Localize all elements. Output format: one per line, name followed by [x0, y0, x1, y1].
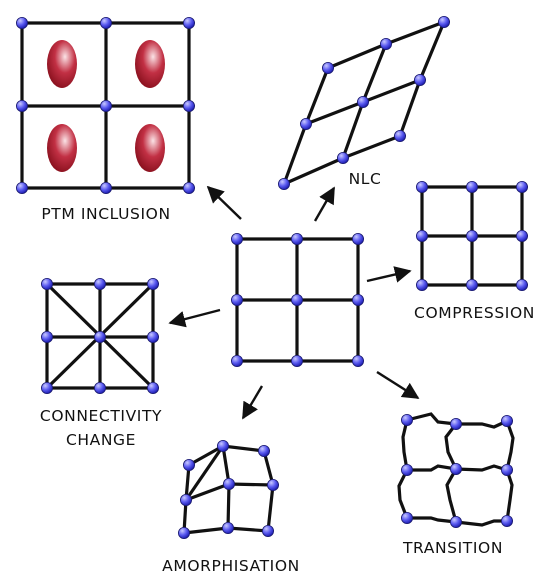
- label-ptm-inclusion: PTM INCLUSION: [41, 205, 171, 223]
- lattice-node: [94, 330, 107, 343]
- lattice-node: [400, 463, 413, 476]
- label-transition: TRANSITION: [402, 539, 504, 557]
- arrow-to-amorphisation: [241, 385, 264, 420]
- compression-lattice: [415, 180, 529, 291]
- ptm-inclusion: [135, 124, 165, 172]
- lattice-node: [230, 354, 243, 367]
- lattice-node: [351, 354, 364, 367]
- lattice-node: [336, 151, 349, 164]
- lattice-node: [437, 15, 450, 28]
- lattice-node: [379, 38, 392, 51]
- lattice-node: [230, 293, 243, 306]
- lattice-node: [15, 16, 28, 29]
- lattice-node: [222, 477, 235, 490]
- lattice-node: [94, 381, 107, 394]
- lattice-node: [351, 232, 364, 245]
- arrow-to-compression: [366, 266, 412, 283]
- lattice-node: [413, 74, 426, 87]
- lattice-node: [15, 181, 28, 194]
- connectivity-change-lattice: [41, 277, 159, 394]
- lattice-node: [266, 478, 279, 491]
- lattice-node: [400, 512, 413, 525]
- lattice-node: [41, 330, 54, 343]
- lattice-node: [356, 96, 369, 109]
- lattice-node: [277, 177, 290, 190]
- ptm-inclusion-lattice: [15, 16, 195, 194]
- central-square-lattice: [230, 232, 364, 367]
- lattice-node: [500, 515, 513, 528]
- lattice-node: [177, 527, 190, 540]
- lattice-node: [182, 16, 195, 29]
- lattice-node: [415, 180, 428, 193]
- amorphisation-lattice: [177, 439, 279, 540]
- lattice-node: [41, 277, 54, 290]
- lattice-node: [465, 229, 478, 242]
- lattice-node: [400, 413, 413, 426]
- lattice-node: [449, 462, 462, 475]
- lattice-node: [261, 525, 274, 538]
- arrow-to-ptm-inclusion: [206, 185, 242, 220]
- label-amorphisation: AMORPHISATION: [162, 557, 300, 575]
- lattice-node: [146, 381, 159, 394]
- lattice-node: [41, 381, 54, 394]
- lattice-node: [257, 444, 270, 457]
- lattice-node: [182, 100, 195, 113]
- transition-lattice: [397, 412, 515, 529]
- ptm-inclusion: [47, 124, 77, 172]
- lattice-node: [465, 278, 478, 291]
- lattice-node: [146, 277, 159, 290]
- lattice-node: [290, 354, 303, 367]
- lattice-node: [15, 100, 28, 113]
- arrow-to-connectivity-change: [168, 308, 221, 328]
- nlc-lattice: [277, 15, 450, 190]
- lattice-node: [100, 181, 113, 194]
- lattice-node: [221, 522, 234, 535]
- lattice-node: [393, 129, 406, 142]
- lattice-node: [94, 277, 107, 290]
- lattice-node: [351, 293, 364, 306]
- lattice-node: [516, 229, 529, 242]
- lattice-node: [516, 278, 529, 291]
- arrow-to-transition: [376, 370, 420, 400]
- lattice-node: [146, 330, 159, 343]
- lattice-node: [100, 16, 113, 29]
- label-connectivity-line1: CONNECTIVITY: [39, 407, 163, 425]
- lattice-node: [449, 516, 462, 529]
- lattice-node: [216, 439, 229, 452]
- label-connectivity-line2: CHANGE: [65, 431, 137, 449]
- lattice-node: [321, 62, 334, 75]
- lattice-node: [500, 414, 513, 427]
- lattice-node: [415, 229, 428, 242]
- lattice-node: [299, 118, 312, 131]
- ptm-inclusion: [47, 40, 77, 88]
- arrows: [168, 185, 420, 420]
- label-compression: COMPRESSION: [414, 304, 535, 322]
- lattice-node: [415, 278, 428, 291]
- label-nlc: NLC: [348, 170, 382, 188]
- lattice-node: [290, 232, 303, 245]
- lattice-node: [290, 293, 303, 306]
- lattice-node: [516, 180, 529, 193]
- ptm-inclusions: [47, 40, 165, 172]
- lattice-node: [500, 463, 513, 476]
- ptm-inclusion: [135, 40, 165, 88]
- lattice-node: [179, 493, 192, 506]
- lattice-node: [182, 181, 195, 194]
- arrow-to-nlc: [313, 186, 336, 222]
- lattice-node: [449, 417, 462, 430]
- lattice-node: [230, 232, 243, 245]
- lattice-node: [100, 100, 113, 113]
- lattice-node: [182, 458, 195, 471]
- lattice-node: [465, 180, 478, 193]
